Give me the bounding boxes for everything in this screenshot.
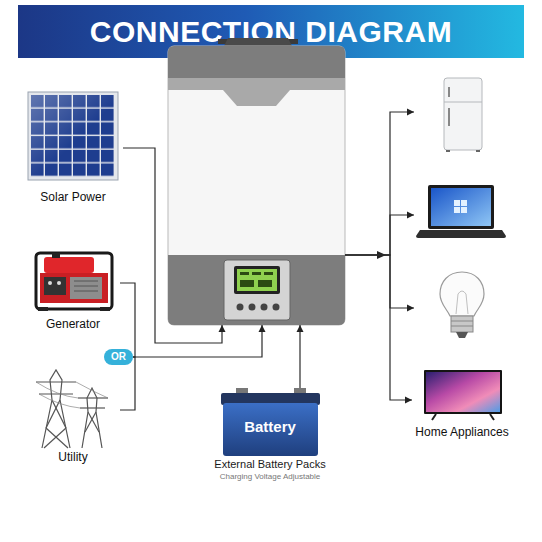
generator-icon bbox=[36, 253, 112, 311]
inverter-drawing bbox=[168, 38, 345, 325]
connector-line bbox=[345, 112, 414, 255]
connector bbox=[120, 283, 135, 357]
solar-panel-icon bbox=[28, 92, 118, 180]
fridge-icon bbox=[444, 78, 482, 152]
connector bbox=[345, 255, 412, 404]
node-label: Solar Power bbox=[23, 190, 123, 204]
utility-towers-icon bbox=[36, 370, 108, 448]
laptop-node bbox=[414, 185, 510, 240]
tv-icon bbox=[424, 370, 502, 420]
arrowhead bbox=[405, 397, 412, 404]
connector-line bbox=[299, 325, 300, 388]
node-label: Battery bbox=[184, 418, 356, 436]
arrowhead bbox=[407, 109, 414, 116]
connector-line bbox=[123, 148, 222, 343]
connector-line bbox=[120, 283, 135, 357]
node-label: Home Appliances bbox=[412, 425, 512, 439]
arrowhead bbox=[219, 325, 226, 332]
generator-node: Generator bbox=[26, 245, 120, 331]
connector bbox=[345, 255, 414, 312]
arrowhead bbox=[407, 212, 414, 219]
connector bbox=[133, 325, 266, 357]
caption: External Battery Packs bbox=[184, 458, 356, 471]
connector-line bbox=[345, 215, 414, 255]
connector bbox=[345, 109, 414, 256]
utility-node: Utility bbox=[26, 368, 120, 464]
laptop-icon bbox=[416, 185, 506, 238]
connector-line bbox=[345, 255, 412, 400]
solar-power-node: Solar Power bbox=[23, 90, 123, 204]
note: Charging Voltage Adjustable bbox=[184, 472, 356, 482]
bulb-node bbox=[414, 268, 510, 343]
light-bulb-icon bbox=[440, 272, 484, 338]
node-label: OR bbox=[111, 351, 126, 363]
connector bbox=[123, 148, 226, 343]
connector bbox=[297, 325, 304, 388]
or-pill: OR bbox=[104, 349, 133, 365]
node-label: Generator bbox=[26, 317, 120, 331]
fridge-node bbox=[414, 78, 510, 150]
connector-line bbox=[133, 325, 262, 357]
connector bbox=[345, 212, 414, 256]
battery-node: BatteryExternal Battery PacksCharging Vo… bbox=[184, 388, 356, 482]
arrowhead bbox=[407, 305, 414, 312]
arrowhead bbox=[297, 325, 304, 332]
node-label: Utility bbox=[26, 450, 120, 464]
inverter-node bbox=[168, 38, 345, 325]
arrowhead bbox=[259, 325, 266, 332]
connector-line bbox=[345, 255, 414, 308]
appliances-node: Home Appliances bbox=[412, 370, 512, 439]
